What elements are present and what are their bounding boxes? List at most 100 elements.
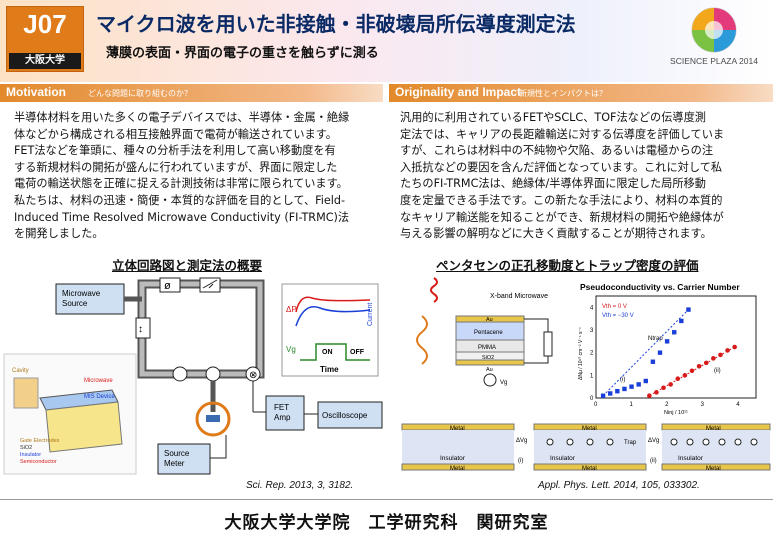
- data-point: [725, 348, 730, 353]
- annotation-i: (i): [620, 377, 625, 383]
- data-point: [672, 330, 677, 335]
- y-tick-label: 3: [590, 328, 594, 334]
- data-point: [668, 382, 673, 387]
- motivation-text: 半導体材料を用いた多くの電子デバイスでは、半導体・金属・絶縁 体などから構成され…: [14, 110, 349, 243]
- on-label: ON: [322, 349, 333, 356]
- data-point: [679, 318, 684, 324]
- pseudoconductivity-chart: Pseudoconductivity vs. Carrier Number ΔN…: [578, 282, 757, 416]
- svg-text:ø: ø: [164, 280, 171, 292]
- data-point: [622, 386, 627, 392]
- data-point: [636, 382, 641, 387]
- data-point: [643, 378, 648, 384]
- poster-id: J07: [23, 9, 67, 39]
- y-tick-label: 2: [590, 351, 594, 357]
- annotation-ntrap: Ntrap: [648, 336, 663, 342]
- signal-inset: [281, 283, 379, 377]
- insulator-label-2: Insulator: [550, 455, 576, 462]
- y-tick-label: 4: [590, 305, 594, 311]
- insulator-label-1: Insulator: [440, 455, 466, 462]
- text-line: 度を定量できる手法です。この新たな手法により、材料の本質的: [400, 193, 723, 207]
- band-diagrams: Metal Insulator Metal ΔVg (i) Metal Insu…: [401, 423, 771, 472]
- current-label: Current: [367, 303, 374, 326]
- text-line: すが、これらは材料中の不純物や欠陥、あるいは電極からの注: [400, 144, 714, 158]
- data-point: [718, 352, 723, 358]
- originality-text: 汎用的に利用されているFETやSCLC、TOF法などの伝導度測 定法では、キャリ…: [400, 110, 724, 243]
- x-tick-label: 4: [736, 402, 740, 408]
- data-point: [696, 363, 702, 369]
- chart-title: Pseudoconductivity vs. Carrier Number: [580, 282, 740, 292]
- pentacene-label: Pentacene: [474, 330, 503, 336]
- data-point: [654, 390, 659, 395]
- time-label: Time: [320, 365, 339, 374]
- au-bottom-label: Au: [486, 367, 493, 373]
- text-line: なキャリア輸送能を知ることができ、新規材料の開拓や絶縁体が: [400, 210, 724, 224]
- band-ii-label: (ii): [650, 458, 657, 464]
- data-point: [732, 344, 737, 350]
- y-tick-label: 1: [590, 373, 594, 379]
- legend-entry-red: Vth = 0 V: [602, 304, 627, 310]
- data-point: [664, 339, 670, 344]
- isolator-icon: [205, 366, 221, 382]
- chart-ylabel: ΔNμ / 10¹⁰ cm⁻² V⁻¹ s⁻¹: [578, 327, 584, 380]
- globe-icon: [691, 7, 737, 53]
- delta-p-label: ΔP: [286, 305, 297, 314]
- microwave-source-box: [55, 283, 125, 315]
- metal-top-label-1: Metal: [450, 426, 465, 432]
- left-figure-title: 立体回路図と測定法の概要: [112, 258, 263, 273]
- legend-entry-blue: Vth = −30 V: [602, 313, 634, 319]
- chart-xlabel: Ninj / 10¹¹: [664, 410, 688, 416]
- pmma-label: PMMA: [478, 345, 496, 351]
- vg-source-label: Vg: [500, 380, 507, 386]
- originality-header: Originality and Impact 新規性とインパクトは？: [389, 84, 773, 102]
- data-point: [711, 356, 716, 361]
- data-point: [686, 307, 691, 312]
- metal-bottom-label-2: Metal: [582, 466, 597, 472]
- originality-title: Originality and Impact: [395, 85, 522, 99]
- text-line: を開発しました。: [14, 227, 104, 241]
- data-point: [675, 376, 681, 382]
- motivation-subtitle: どんな問題に取り組むのか？: [88, 89, 192, 98]
- gate-electrodes-label: Gate Electrodes: [20, 438, 60, 444]
- poster-title: マイクロ波を用いた非接触・非破壊局所伝導度測定法: [96, 12, 576, 36]
- motivation-header: Motivation どんな問題に取り組むのか？: [0, 84, 383, 102]
- x-tick-label: 1: [630, 402, 634, 408]
- voltage-source-icon: [483, 373, 497, 387]
- sio2-layer-label: SiO2: [482, 355, 494, 361]
- poster-id-box: J07 大阪大学: [6, 6, 84, 72]
- metal-top-label-2: Metal: [582, 426, 597, 432]
- fet-amp-box: [265, 395, 305, 431]
- poster-subtitle: 薄膜の表面・界面の電子の重さを触らずに測る: [106, 46, 379, 61]
- microwave-label: Microwave: [84, 378, 113, 384]
- science-plaza-logo: SCIENCE PLAZA 2014: [664, 6, 764, 72]
- metal-top-label-3: Metal: [706, 426, 721, 432]
- data-point: [689, 368, 695, 374]
- microwave-wave-icon: [430, 277, 438, 303]
- data-point: [615, 389, 620, 394]
- insulator-label-3: Insulator: [678, 455, 704, 462]
- text-line: 私たちは、材料の迅速・簡便・本質的な評価を目的として、Field-: [14, 193, 346, 207]
- waveguide-loop: [137, 279, 265, 379]
- vg-label: Vg: [286, 345, 296, 354]
- y-tick-label: 0: [590, 396, 594, 402]
- band-i-label: (i): [518, 458, 523, 464]
- dvg-label-1: ΔVg: [516, 438, 527, 444]
- affiliation: 大阪大学大学院 工学研究科 関研究室: [224, 513, 549, 533]
- data-point: [600, 393, 606, 398]
- footer: 大阪大学大学院 工学研究科 関研究室: [0, 499, 773, 548]
- sio2-label: SiO2: [20, 445, 32, 451]
- text-line: FET法などを筆頭に、種々の分析手法を利用して高い移動度を有: [14, 144, 336, 158]
- annotation-ii: (ii): [714, 368, 721, 374]
- text-line: 汎用的に利用されているFETやSCLC、TOF法などの伝導度測: [400, 111, 706, 124]
- circulator-icon: [172, 366, 188, 382]
- cavity-label: Cavity: [12, 368, 29, 374]
- data-point: [608, 391, 613, 396]
- x-tick-label: 0: [594, 402, 598, 408]
- mis-device-label: MIS Device: [84, 394, 115, 400]
- semiconductor-label: Semiconductor: [20, 459, 57, 465]
- plot-area: [595, 295, 757, 399]
- university-label: 大阪大学: [9, 53, 81, 69]
- series-trend-line: [602, 309, 689, 397]
- right-citation: Appl. Phys. Lett. 2014, 105, 033302.: [538, 480, 700, 491]
